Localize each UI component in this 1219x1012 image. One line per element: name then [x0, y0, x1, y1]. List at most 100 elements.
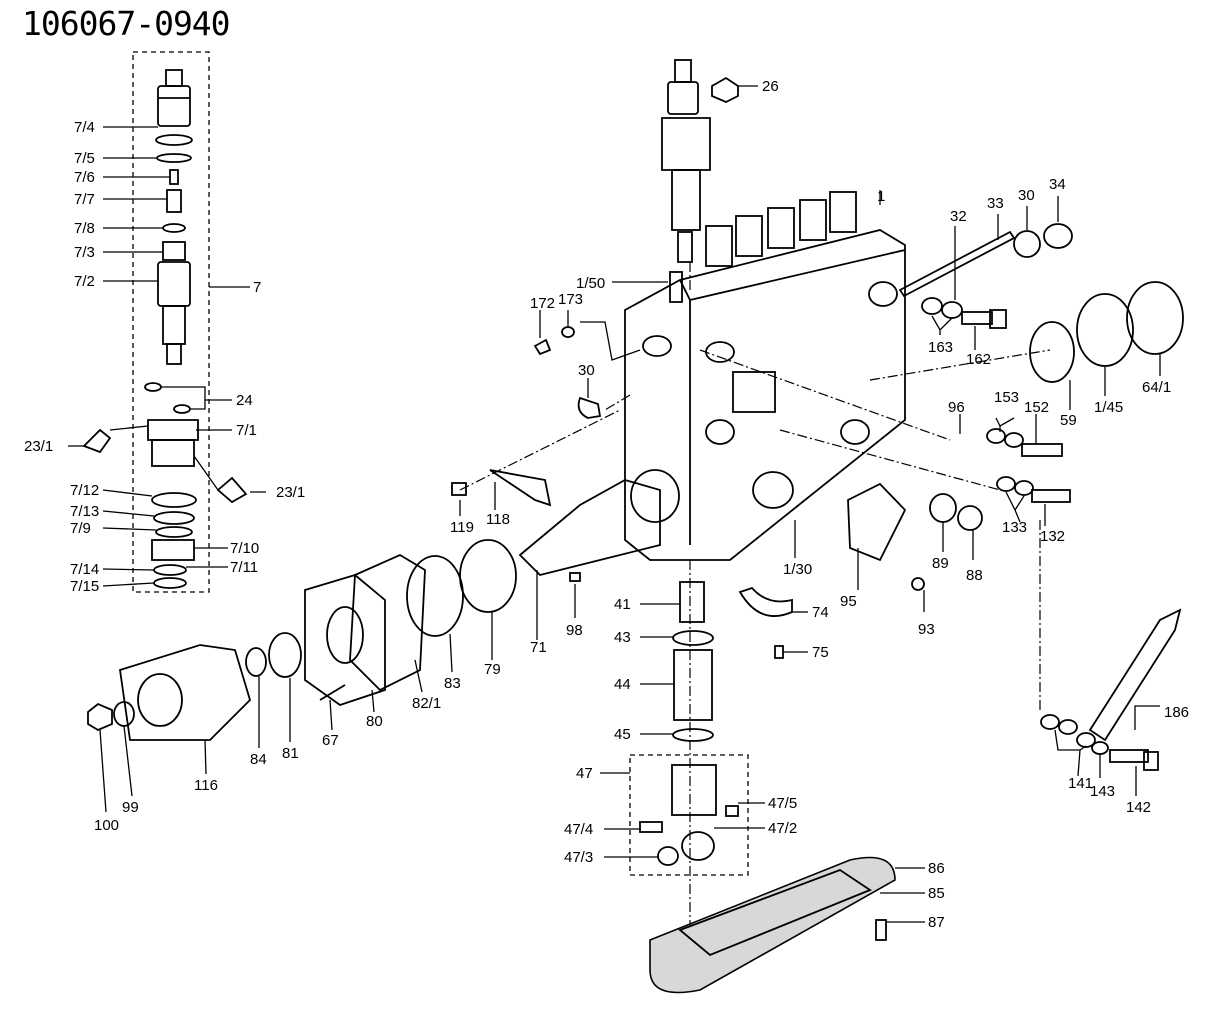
part-133-washer-a [996, 476, 1016, 492]
label-7-6: 7/6 [74, 169, 95, 186]
part-89-washer [929, 493, 957, 523]
part-84-ring [245, 647, 267, 677]
part-75-screw [774, 645, 784, 659]
part-7-4-holder [157, 85, 191, 127]
axis-plug [779, 429, 1001, 491]
part-142-bolt [1109, 749, 1149, 763]
part-133-washer-b [1014, 480, 1034, 496]
part-7-12-ring [151, 492, 197, 508]
part-45-seat [672, 728, 714, 742]
label-47-2: 47/2 [768, 820, 797, 837]
top-holder-pin [677, 231, 693, 263]
label-7-13: 7/13 [70, 503, 99, 520]
label-24: 24 [236, 392, 253, 409]
part-44-spring [673, 649, 713, 721]
part-64-1-seal [1126, 281, 1184, 355]
axis-bearing [869, 349, 1051, 381]
label-89: 89 [932, 555, 949, 572]
part-7-10-collar [151, 539, 195, 561]
part-116-bore [137, 673, 183, 727]
label-7-4: 7/4 [74, 119, 95, 136]
group-7-boundary [132, 51, 210, 593]
part-141-washer-b [1058, 719, 1078, 735]
label-7-11: 7/11 [230, 559, 258, 576]
part-80-flange [304, 573, 386, 706]
label-152: 152 [1024, 399, 1049, 416]
label-119: 119 [450, 519, 474, 536]
part-81-seal [268, 632, 302, 678]
part-119-screw [451, 482, 467, 496]
part-labels: 7/4 7/5 7/6 7/7 7/8 7/3 7/2 7 24 7/1 23/… [24, 78, 1189, 931]
delivery-holder-4 [799, 199, 827, 241]
delivery-holder-2 [735, 215, 763, 257]
label-116: 116 [194, 777, 218, 794]
label-93: 93 [918, 621, 935, 638]
part-7-5-ring [156, 153, 192, 163]
part-143-spacer [1091, 741, 1109, 755]
label-7: 7 [253, 279, 261, 296]
housing-top-edge [689, 249, 906, 301]
label-33: 33 [987, 195, 1004, 212]
part-47-2-roller [681, 831, 715, 861]
group-47-boundary [629, 754, 749, 876]
part-79-bearing [459, 539, 517, 613]
drive-side-parts [87, 271, 683, 741]
label-83: 83 [444, 675, 461, 692]
part-47-5-pin [725, 805, 739, 817]
axis-rear-bore [699, 349, 951, 441]
housing-bore-right [868, 281, 898, 307]
part-24-washer-b [173, 404, 191, 414]
part-47-3-bushing [657, 846, 679, 866]
part-95-gasket [847, 482, 907, 562]
part-88-plug [957, 505, 983, 531]
housing-port [642, 335, 672, 357]
part-7-13-seat [153, 511, 195, 525]
label-141: 141 [1068, 775, 1093, 792]
plunger-stem [166, 343, 182, 365]
part-143-washer [1076, 732, 1096, 748]
label-47-4: 47/4 [564, 821, 593, 838]
label-99: 99 [122, 799, 139, 816]
holder-top-thread [165, 69, 183, 87]
delivery-holder-3 [767, 207, 795, 249]
label-32: 32 [950, 208, 967, 225]
label-41: 41 [614, 596, 631, 613]
part-24-washer-a [144, 382, 162, 392]
housing-bore-lower [752, 471, 794, 509]
part-186-lever [1088, 608, 1182, 742]
delivery-holder-5 [829, 191, 857, 233]
axis-left-cap [604, 394, 631, 411]
barrel-stem [162, 305, 186, 345]
bottom-cover-group [649, 856, 896, 994]
label-1: 1 [877, 188, 885, 205]
part-80-bore [326, 606, 364, 664]
part-30-left-cap [577, 396, 602, 419]
top-holder-stem [671, 169, 701, 231]
label-7-3: 7/3 [74, 244, 95, 261]
label-79: 79 [484, 661, 501, 678]
label-7-9: 7/9 [70, 520, 91, 537]
label-74: 74 [812, 604, 829, 621]
housing-bore-mid [705, 419, 735, 445]
label-34: 34 [1049, 176, 1066, 193]
part-118-plate [489, 469, 552, 507]
part-26-nut [711, 76, 739, 103]
label-172: 172 [530, 295, 555, 312]
label-75: 75 [812, 644, 829, 661]
part-7-7-spring [166, 189, 182, 213]
label-7-5: 7/5 [74, 150, 95, 167]
part-59-bearing [1029, 321, 1075, 383]
top-fitting-thread [674, 59, 692, 83]
part-153-washer-b [1004, 432, 1024, 448]
part-93-nut [911, 577, 925, 591]
part-87-screw [875, 919, 887, 941]
part-7-3-valve [162, 241, 186, 261]
label-143: 143 [1090, 783, 1115, 800]
label-100: 100 [94, 817, 119, 834]
label-23-1-right: 23/1 [276, 484, 305, 501]
part-7-4-collar [155, 134, 193, 146]
top-holder-assembly [661, 59, 739, 263]
housing-camshaft-bore [630, 469, 680, 523]
label-7-15: 7/15 [70, 578, 99, 595]
